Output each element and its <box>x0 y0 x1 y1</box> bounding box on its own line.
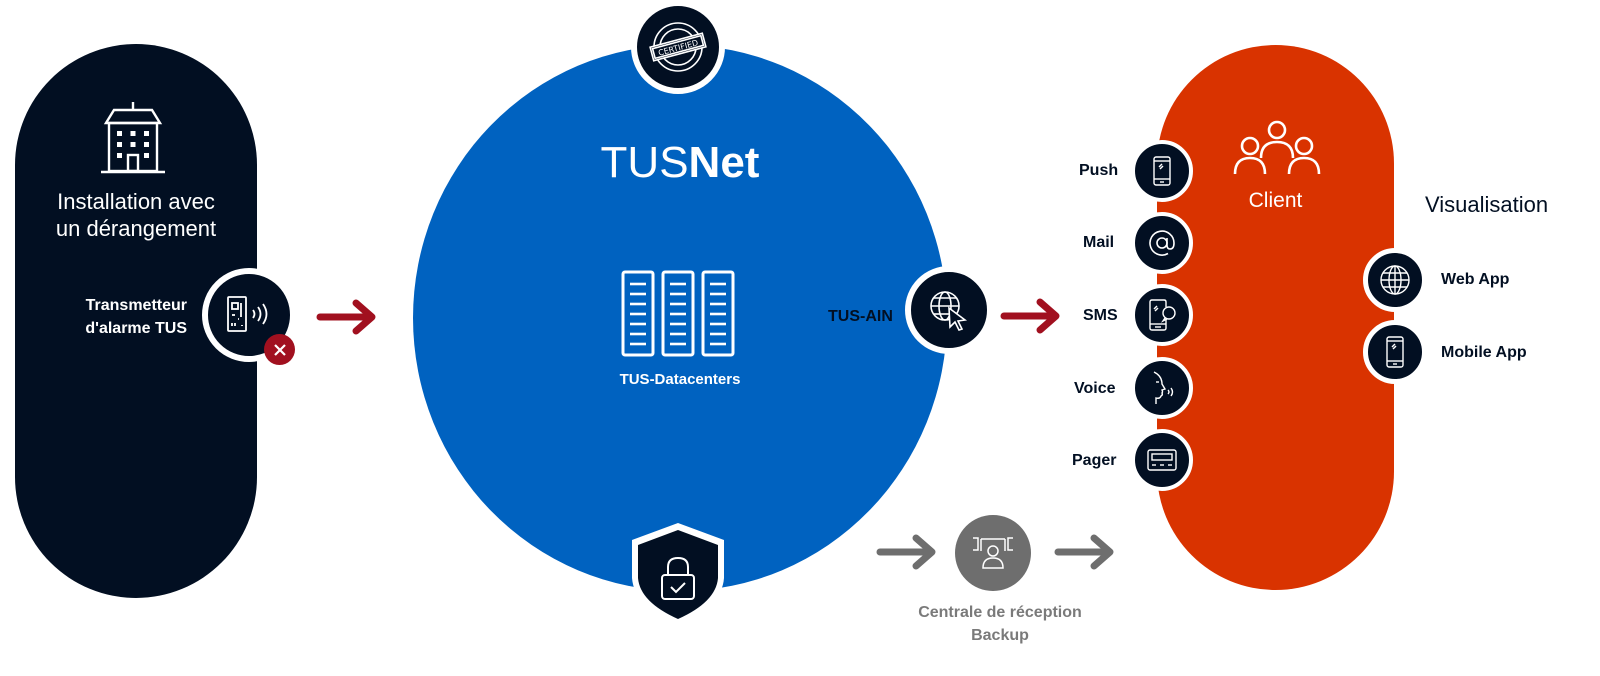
security-shield <box>629 520 727 633</box>
backup-label-line2: Backup <box>971 627 1029 644</box>
channel-label-voice: Voice <box>1074 380 1116 397</box>
phone-chat-icon <box>1149 299 1176 331</box>
installation-title-line1: Installation avec <box>57 189 215 214</box>
smartphone-icon <box>1153 156 1171 186</box>
server-racks-icon <box>620 270 736 363</box>
building-icon <box>100 101 166 180</box>
transmitter-label: Transmetteur d'alarme TUS <box>55 294 187 340</box>
channel-label-sms: SMS <box>1083 307 1118 324</box>
operator-desk-icon <box>973 537 1013 569</box>
alarm-transmitter-icon <box>227 296 268 332</box>
client-panel <box>1157 45 1394 590</box>
installation-title: Installation avec un dérangement <box>15 188 257 242</box>
transmitter-node[interactable] <box>202 268 296 362</box>
tusnet-circle <box>413 45 947 591</box>
certified-stamp-icon: CERTIFIED <box>649 22 707 72</box>
backup-arrow-out <box>1054 534 1114 570</box>
transmitter-label-line1: Transmetteur <box>85 297 187 314</box>
web-app-label[interactable]: Web App <box>1441 271 1510 288</box>
flow-arrow-to-tusnet <box>316 299 376 335</box>
tusnet-title: TUSNet <box>413 138 947 188</box>
tusnet-title-light: TUS <box>600 138 689 187</box>
channel-mail[interactable] <box>1131 212 1193 274</box>
at-sign-icon <box>1149 230 1175 256</box>
group-users-icon <box>1233 120 1321 181</box>
transmitter-label-line2: d'alarme TUS <box>85 320 187 337</box>
certified-node: CERTIFIED <box>631 0 725 94</box>
channel-label-pager: Pager <box>1072 452 1117 469</box>
backup-label-line1: Centrale de réception <box>918 604 1082 621</box>
backup-arrow-in <box>876 534 936 570</box>
datacenters-label: TUS-Datacenters <box>619 371 741 388</box>
mobile-app-label[interactable]: Mobile App <box>1441 344 1527 361</box>
backup-label: Centrale de réception Backup <box>880 601 1120 647</box>
channel-label-mail: Mail <box>1083 234 1115 251</box>
pager-icon <box>1147 449 1177 471</box>
voice-face-icon <box>1153 371 1174 404</box>
visualisation-mobile-app[interactable] <box>1363 320 1427 384</box>
flow-arrow-to-channels <box>1000 298 1060 334</box>
error-badge <box>264 334 295 365</box>
tus-ain-label: TUS-AIN <box>828 308 893 325</box>
channel-pager[interactable] <box>1131 429 1193 491</box>
shield-lock-icon <box>661 556 695 600</box>
visualisation-title: Visualisation <box>1425 192 1549 217</box>
globe-cursor-icon <box>930 291 968 331</box>
channel-voice[interactable] <box>1131 357 1193 419</box>
channel-push[interactable] <box>1131 140 1193 202</box>
globe-icon <box>1380 265 1410 295</box>
backup-node[interactable] <box>955 515 1031 591</box>
channel-label-push: Push <box>1079 162 1119 179</box>
installation-title-line2: un dérangement <box>55 216 217 241</box>
tusnet-title-bold: Net <box>688 138 760 187</box>
tus-ain-node[interactable] <box>905 266 993 354</box>
error-x-icon <box>273 343 286 356</box>
visualisation-web-app[interactable] <box>1363 248 1427 312</box>
client-label: Client <box>1248 189 1303 212</box>
smartphone-icon <box>1386 336 1404 368</box>
channel-sms[interactable] <box>1131 284 1193 346</box>
